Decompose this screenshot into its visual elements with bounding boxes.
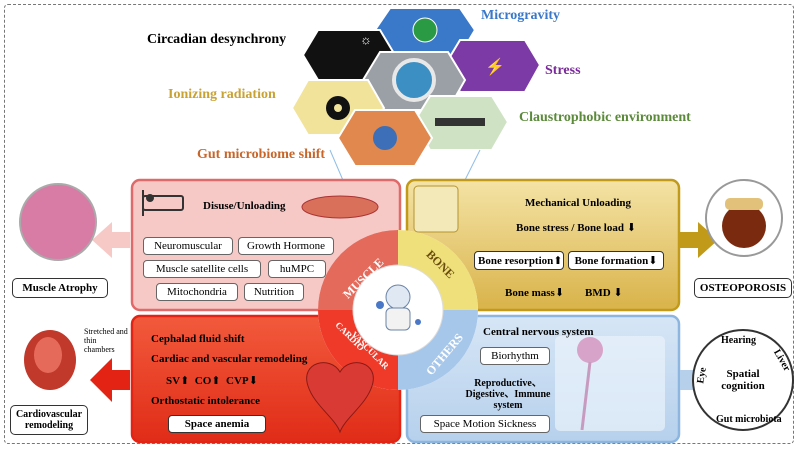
- down-arrow-icon: ⬇: [248, 375, 258, 387]
- cardio-sv-co-cvp: SV⬆ CO⬆ CVP⬇: [166, 375, 258, 387]
- muscle-item-growth-hormone: Growth Hormone: [238, 237, 334, 255]
- bone-header: Mechanical Unloading: [525, 197, 632, 209]
- label-claustro: Claustrophobic environment: [519, 110, 691, 125]
- nervous-system-icon: [555, 336, 665, 431]
- microbe-icon: [373, 126, 397, 150]
- astronaut-icon: [376, 284, 421, 331]
- outcome-cardio-remodel: Cardiovascular remodeling: [10, 405, 88, 435]
- label-gut-shift: Gut microbiome shift: [197, 147, 326, 162]
- down-arrow-icon: ⬇: [626, 222, 636, 234]
- bone-stress-line: Bone stress / Bone load ⬇: [516, 222, 636, 234]
- up-arrow-icon: ⬆: [211, 375, 221, 387]
- biorhythm-box: Biorhythm: [480, 347, 550, 365]
- ring-muscle-segment: [318, 230, 398, 310]
- satellite-icon: [435, 118, 485, 126]
- space-motion-sickness-box: Space Motion Sickness: [420, 415, 550, 433]
- muscle-item-mitochondria: Mitochondria: [156, 283, 238, 301]
- ring-bone-segment: [398, 230, 478, 310]
- earth-icon: [412, 17, 438, 43]
- stressor-hexagons: ☼ ⚡: [290, 7, 542, 167]
- station-icon: [392, 58, 436, 102]
- up-arrow-icon: ⬆: [553, 255, 563, 267]
- others-outcome-circle: [692, 329, 794, 431]
- muscle-fiber-icon: [301, 195, 379, 219]
- bone-formation-box: Bone formation⬇: [568, 251, 664, 270]
- bone-tissue-icon: [413, 185, 459, 233]
- others-outcome-center: Spatial cognition: [721, 368, 765, 393]
- lightning-icon: ⚡: [485, 57, 505, 76]
- label-microgravity: Microgravity: [481, 8, 561, 23]
- outcome-muscle-atrophy: Muscle Atrophy: [12, 278, 108, 298]
- others-systems: Reproductive、Digestive、Immune system: [465, 378, 551, 411]
- muscle-item-satellite: Muscle satellite cells: [143, 260, 261, 278]
- cardiovascular-image: [24, 330, 76, 390]
- bmd-label: BMD ⬇: [585, 287, 623, 299]
- ring-cardio-segment: [318, 310, 398, 390]
- cardio-line4: Orthostatic intolerance: [151, 395, 261, 407]
- sun-icon: ☼: [360, 32, 372, 47]
- down-arrow-icon: ⬇: [648, 255, 658, 267]
- dashed-frame: [4, 4, 794, 444]
- label-ionizing: Ionizing radiation: [168, 87, 276, 102]
- down-arrow-icon: ⬇: [554, 287, 565, 299]
- muscle-tissue-image: [19, 183, 97, 261]
- others-header: Central nervous system: [483, 326, 594, 338]
- bone-resorption-box: Bone resorption⬆: [474, 251, 564, 270]
- others-gut-microbiota: Gut microbiota: [716, 414, 782, 425]
- arrow-to-osteoporosis: [680, 222, 718, 258]
- arrow-to-cardio-remodel: [90, 358, 130, 402]
- label-stress: Stress: [545, 63, 581, 78]
- muscle-item-humpc: huMPC: [268, 260, 326, 278]
- cardio-line1: Cephalad fluid shift: [151, 333, 245, 345]
- arrow-to-muscle-atrophy: [92, 222, 130, 258]
- others-hearing: Hearing: [721, 335, 756, 346]
- muscle-header: Disuse/Unloading: [203, 200, 286, 212]
- bone-mass-label: Bone mass⬇: [505, 287, 565, 299]
- down-arrow-icon: ⬇: [613, 287, 623, 299]
- ring-others-segment: [398, 310, 478, 390]
- space-anemia-box: Space anemia: [168, 415, 266, 433]
- up-arrow-icon: ⬆: [180, 375, 190, 387]
- muscle-item-neuromuscular: Neuromuscular: [143, 237, 233, 255]
- outcome-osteoporosis: OSTEOPOROSIS: [694, 278, 792, 298]
- cardio-line2: Cardiac and vascular remodeling: [151, 353, 308, 365]
- cardio-note: Stretched and thin chambers: [84, 327, 128, 354]
- muscle-item-nutrition: Nutrition: [244, 283, 304, 301]
- bed-icon: [142, 190, 184, 216]
- label-circadian: Circadian desynchrony: [147, 32, 287, 47]
- heart-icon: [306, 362, 374, 434]
